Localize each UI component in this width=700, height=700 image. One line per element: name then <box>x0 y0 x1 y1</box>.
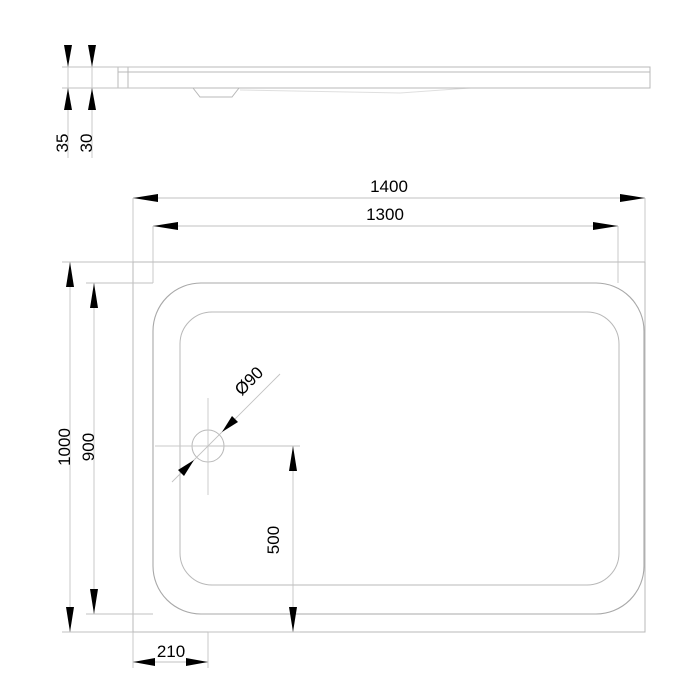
dimension-label-1000: 1000 <box>55 428 74 466</box>
dimension-1300: 1300 <box>153 205 618 230</box>
slab-profile-outline <box>117 66 651 89</box>
dimension-1400: 1400 <box>133 177 645 202</box>
dimension-label-diameter-90: Ø90 <box>231 363 267 399</box>
dimension-label-210: 210 <box>157 642 185 661</box>
dimension-1000: 1000 <box>55 262 74 632</box>
drain-boss-profile <box>192 87 240 98</box>
dimension-label-35: 35 <box>53 134 72 153</box>
tray-basin-outline <box>179 311 620 586</box>
dimension-label-1400: 1400 <box>370 177 408 196</box>
dimension-210: 210 <box>132 632 209 668</box>
dimension-30-arrows <box>88 45 96 110</box>
tray-rim-outline <box>152 282 645 615</box>
slab-taper-line <box>239 87 471 94</box>
dimension-label-1300: 1300 <box>366 205 404 224</box>
dimension-900: 900 <box>79 283 98 614</box>
dimension-label-500: 500 <box>264 526 283 554</box>
side-elevation-view: 35 30 <box>53 45 651 158</box>
plan-view: 1400 1300 1000 900 <box>55 177 646 668</box>
top-dimension-extension-lines <box>132 198 646 283</box>
dimension-diameter-90: Ø90 <box>171 363 281 483</box>
dimension-35-arrows <box>64 45 72 110</box>
left-dimension-extension-lines <box>62 261 153 633</box>
dimension-500: 500 <box>208 445 300 633</box>
dimension-label-900: 900 <box>79 433 98 461</box>
tray-outer-rectangle <box>132 261 646 633</box>
dimension-label-30: 30 <box>77 134 96 153</box>
